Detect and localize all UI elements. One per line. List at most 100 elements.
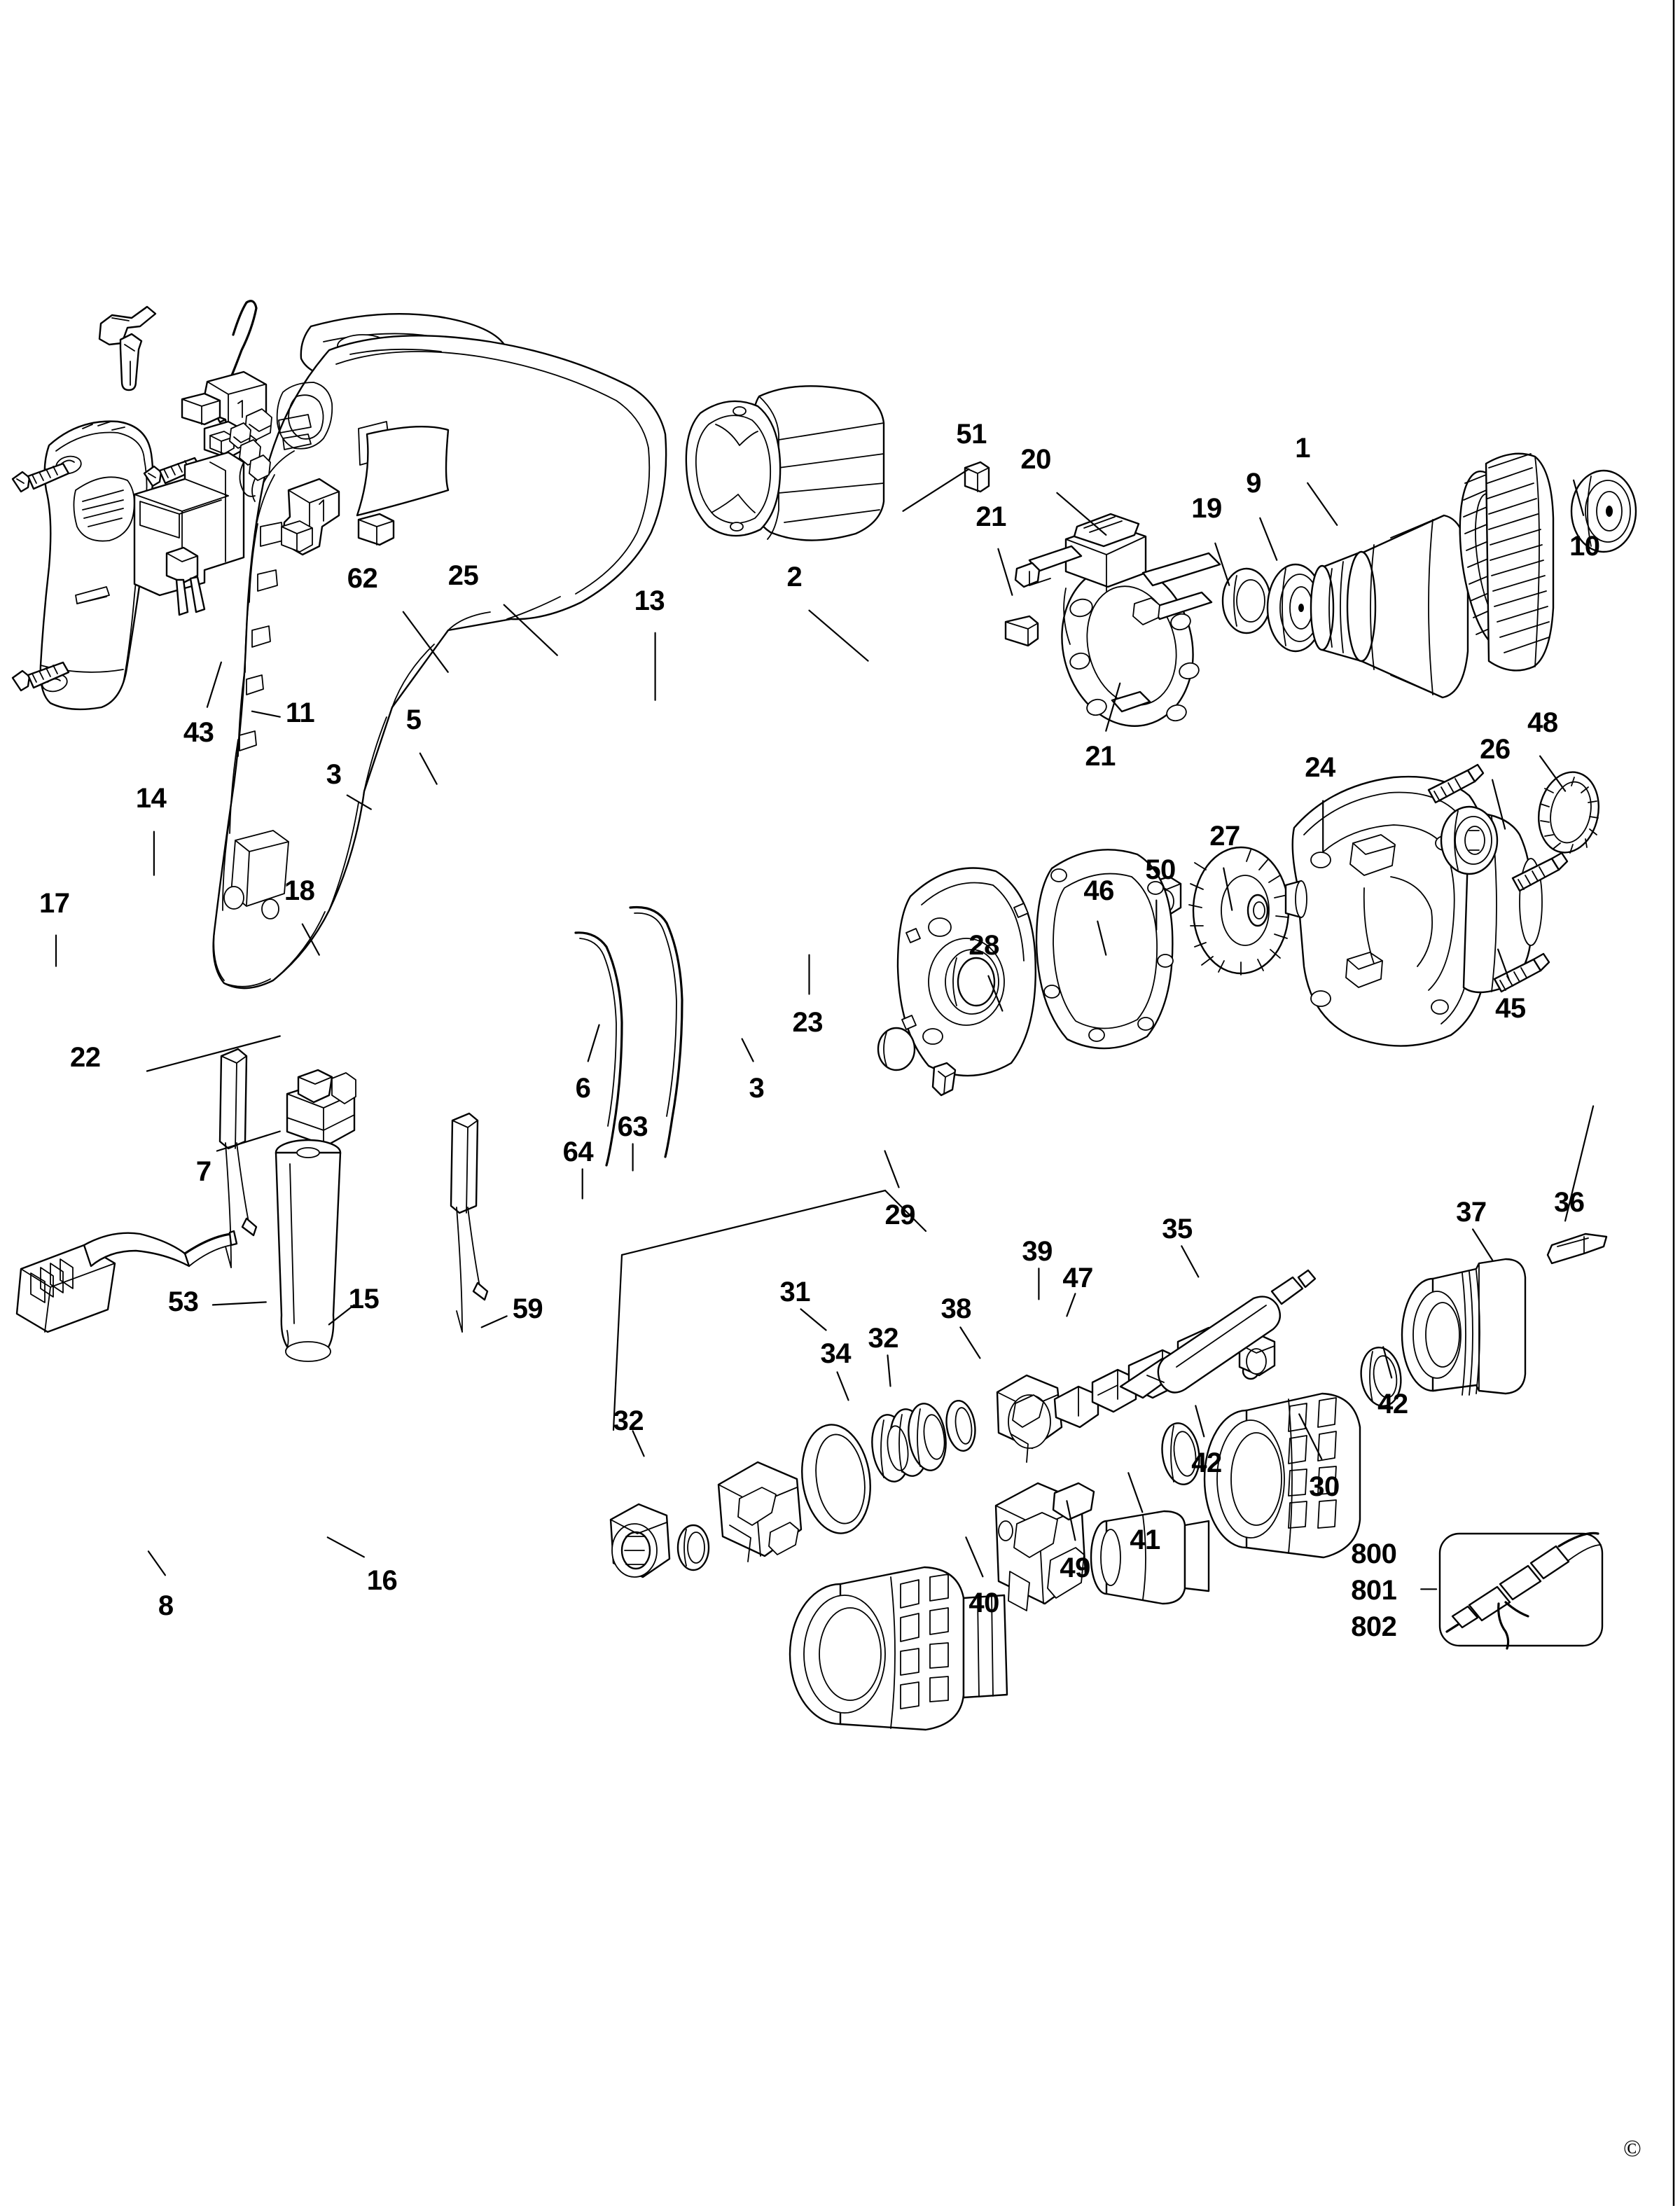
part-32-ratchet-rings [871, 1403, 947, 1483]
callout-802: 802 [1351, 1611, 1397, 1643]
callout-51: 51 [956, 418, 987, 450]
part-7-switch [133, 451, 245, 616]
part-1-fan [1459, 452, 1555, 672]
callout-800: 800 [1351, 1539, 1397, 1570]
callout-13: 13 [634, 585, 665, 616]
part-1-armature [1310, 452, 1555, 699]
callout-1: 1 [1295, 432, 1310, 464]
callout-19: 19 [1191, 492, 1222, 524]
part-3b-carbon-brush [357, 513, 395, 546]
callout-39: 39 [1022, 1236, 1053, 1268]
callout-53: 53 [167, 1286, 199, 1318]
part-32-oring-right [945, 1400, 976, 1452]
callout-9: 9 [1246, 467, 1261, 499]
callout-30: 30 [1309, 1471, 1340, 1503]
callout-63: 63 [617, 1111, 648, 1143]
part-30-chuck-sleeve [1203, 1392, 1361, 1559]
callout-36: 36 [1554, 1187, 1585, 1218]
part-32a-nut [609, 1503, 671, 1578]
callout-23: 23 [792, 1006, 824, 1038]
part-36-key [1546, 1233, 1608, 1265]
callout-62: 62 [347, 562, 378, 594]
callout-40: 40 [969, 1588, 999, 1619]
callout-49: 49 [1060, 1553, 1090, 1584]
callout-38: 38 [940, 1293, 971, 1325]
part-38-clutch-hub [996, 1374, 1063, 1463]
part-20-brush-ring [1014, 513, 1221, 727]
part-32b-washer [676, 1524, 710, 1571]
callout-48: 48 [1527, 707, 1558, 738]
callout-17: 17 [39, 887, 70, 919]
callout-21b: 21 [1085, 740, 1116, 772]
callout-32a: 32 [613, 1405, 644, 1437]
part-35-hammer-spindle [1119, 1269, 1317, 1399]
callout-7: 7 [195, 1156, 211, 1188]
part-29-plug [877, 1027, 916, 1071]
callout-16: 16 [366, 1565, 398, 1597]
callout-34: 34 [820, 1338, 852, 1370]
parts-800-801-802-inset [1438, 1532, 1604, 1650]
part-10-bearing [1570, 469, 1637, 553]
part-2-field-case [685, 385, 885, 541]
callout-32b: 32 [868, 1323, 898, 1354]
callout-24: 24 [1305, 751, 1335, 783]
part-34-oring [801, 1424, 871, 1534]
part-64-wire [574, 931, 623, 1167]
part-6-brush-holder [281, 478, 340, 556]
callout-25: 25 [447, 560, 479, 591]
callout-10: 10 [1569, 530, 1600, 562]
callout-43: 43 [183, 716, 214, 748]
screw-lower [1493, 952, 1550, 993]
part-48-lock-washer [1537, 771, 1600, 854]
callout-31: 31 [779, 1277, 811, 1308]
callout-37: 37 [1456, 1197, 1487, 1228]
callout-28: 28 [969, 929, 999, 961]
part-37-chuck-spindle [1401, 1258, 1527, 1396]
part-21-pin-upper [964, 461, 990, 493]
callout-29: 29 [884, 1200, 915, 1231]
part-15-cord-clamp [286, 1069, 356, 1147]
part-45-screws [1427, 763, 1569, 993]
part-19-washer [1221, 567, 1272, 634]
callout-47: 47 [1062, 1263, 1093, 1294]
callout-14: 14 [135, 782, 167, 814]
part-18-screw-lower [11, 661, 70, 692]
callout-22: 22 [69, 1041, 101, 1073]
part-21-pin-mid [1004, 615, 1039, 647]
callout-2: 2 [786, 561, 803, 592]
callout-20: 20 [1020, 443, 1051, 475]
copyright-symbol: © [1623, 2136, 1641, 2162]
callout-26: 26 [1480, 733, 1511, 765]
part-43-lever [98, 305, 157, 346]
callout-6: 6 [575, 1072, 591, 1104]
part-16-depth-rod [275, 1139, 342, 1362]
part-17-screw [11, 462, 70, 493]
part-8-power-cord [15, 1230, 238, 1333]
callout-8: 8 [158, 1590, 174, 1622]
part-9-bearing [1266, 563, 1325, 653]
part-41-sleeve [1090, 1510, 1210, 1605]
callout-46: 46 [1083, 875, 1114, 906]
callout-21a: 21 [976, 501, 1006, 532]
callout-5: 5 [405, 704, 422, 735]
callout-50: 50 [1145, 854, 1176, 885]
part-63-wire [629, 905, 683, 1158]
callout-11: 11 [285, 697, 315, 728]
part-23-nameplate [356, 426, 450, 517]
callout-42b: 42 [1191, 1447, 1222, 1479]
part-40-chuck [789, 1566, 1008, 1731]
callout-801: 801 [1351, 1575, 1397, 1606]
callout-64: 64 [562, 1137, 594, 1168]
callout-45: 45 [1495, 992, 1526, 1024]
screw-upper [1427, 763, 1485, 804]
callout-18: 18 [284, 875, 315, 906]
part-26-bearing [1440, 805, 1499, 875]
part-3a-carbon-brush [181, 392, 221, 426]
callout-59: 59 [512, 1293, 543, 1325]
part-28-bearing-plate [877, 867, 1036, 1097]
callout-42a: 42 [1377, 1389, 1408, 1420]
part-31-bracket [612, 1189, 927, 1431]
callout-15: 15 [348, 1284, 380, 1315]
